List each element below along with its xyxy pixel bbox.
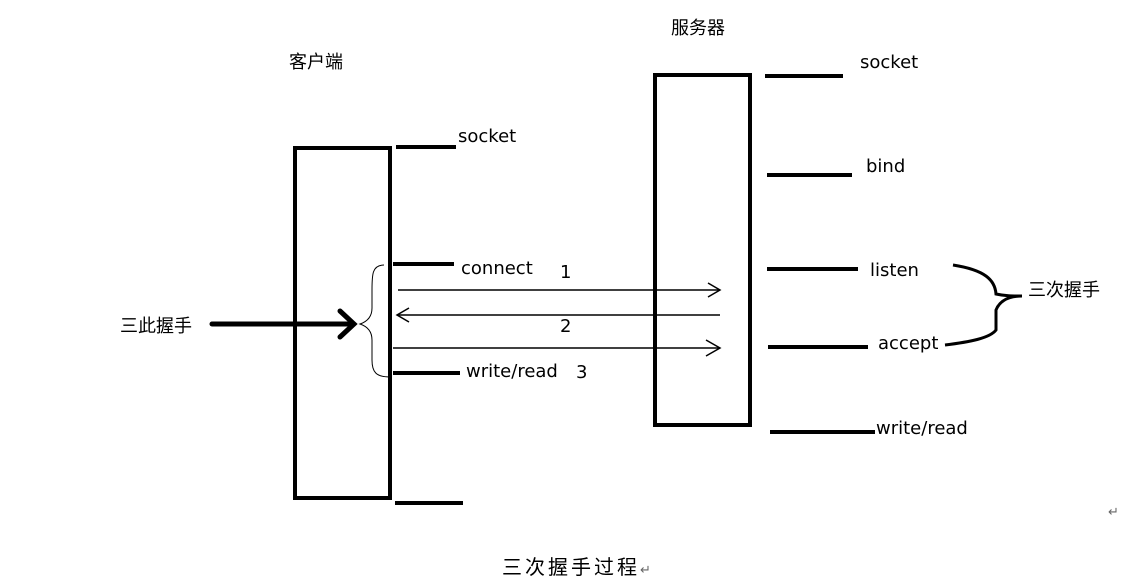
step-number-1: 1 (560, 262, 571, 283)
right-brace (944, 263, 1023, 347)
left-thick-arrow (209, 308, 358, 340)
handshake-arrow-3 (393, 339, 722, 357)
server-socket-label: socket (860, 52, 918, 73)
server-title: 服务器 (671, 18, 725, 39)
server-box (653, 73, 752, 427)
server-listen-label: listen (870, 260, 919, 281)
step-number-3: 3 (576, 362, 587, 383)
handshake-arrow-2 (395, 307, 720, 323)
handshake-arrow-1 (398, 282, 722, 298)
server-bind-label: bind (866, 156, 905, 177)
return-mark: ↵ (1108, 505, 1119, 520)
client-write-read-label: write/read (466, 361, 558, 382)
client-title: 客户端 (289, 52, 343, 73)
client-socket-label: socket (458, 126, 516, 147)
right-handshake-label: 三次握手 (1028, 280, 1100, 301)
left-handshake-label: 三此握手 (120, 316, 192, 337)
caption-return-mark: ↵ (640, 563, 654, 578)
server-accept-label: accept (878, 333, 938, 354)
step-number-2: 2 (560, 316, 571, 337)
client-connect-label: connect (461, 258, 533, 279)
caption: 三次握手过程↵ (502, 555, 654, 579)
server-write-read-label: write/read (876, 418, 968, 439)
left-brace (358, 264, 391, 378)
